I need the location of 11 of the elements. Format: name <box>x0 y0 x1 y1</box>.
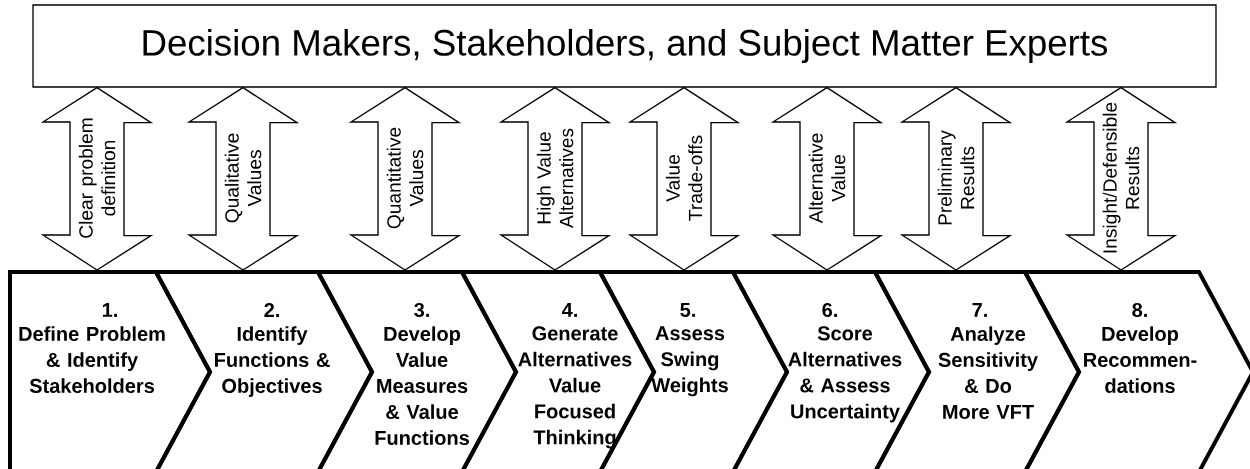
edge-label: Clear problem definition <box>78 118 116 238</box>
edge-label: Qualitative Values <box>224 133 262 223</box>
edge-label: Preliminary Results <box>937 130 975 225</box>
edge-label: High Value Alternatives <box>536 128 574 229</box>
edge-label: Insight/Defensible Results <box>1102 102 1140 253</box>
header-box: Decision Makers, Stakeholders, and Subject Matter Experts <box>32 4 1217 88</box>
edge-label: Quantitative Values <box>386 127 424 229</box>
chevron-step: 6. Score Alternatives & Assess Uncertainty <box>729 270 932 469</box>
chevron-step: 1. Define Problem & Identify Stakeholders <box>8 270 213 469</box>
edge-label: Value Trade-offs <box>665 135 703 221</box>
edge-label: Alternative Value <box>808 133 846 224</box>
